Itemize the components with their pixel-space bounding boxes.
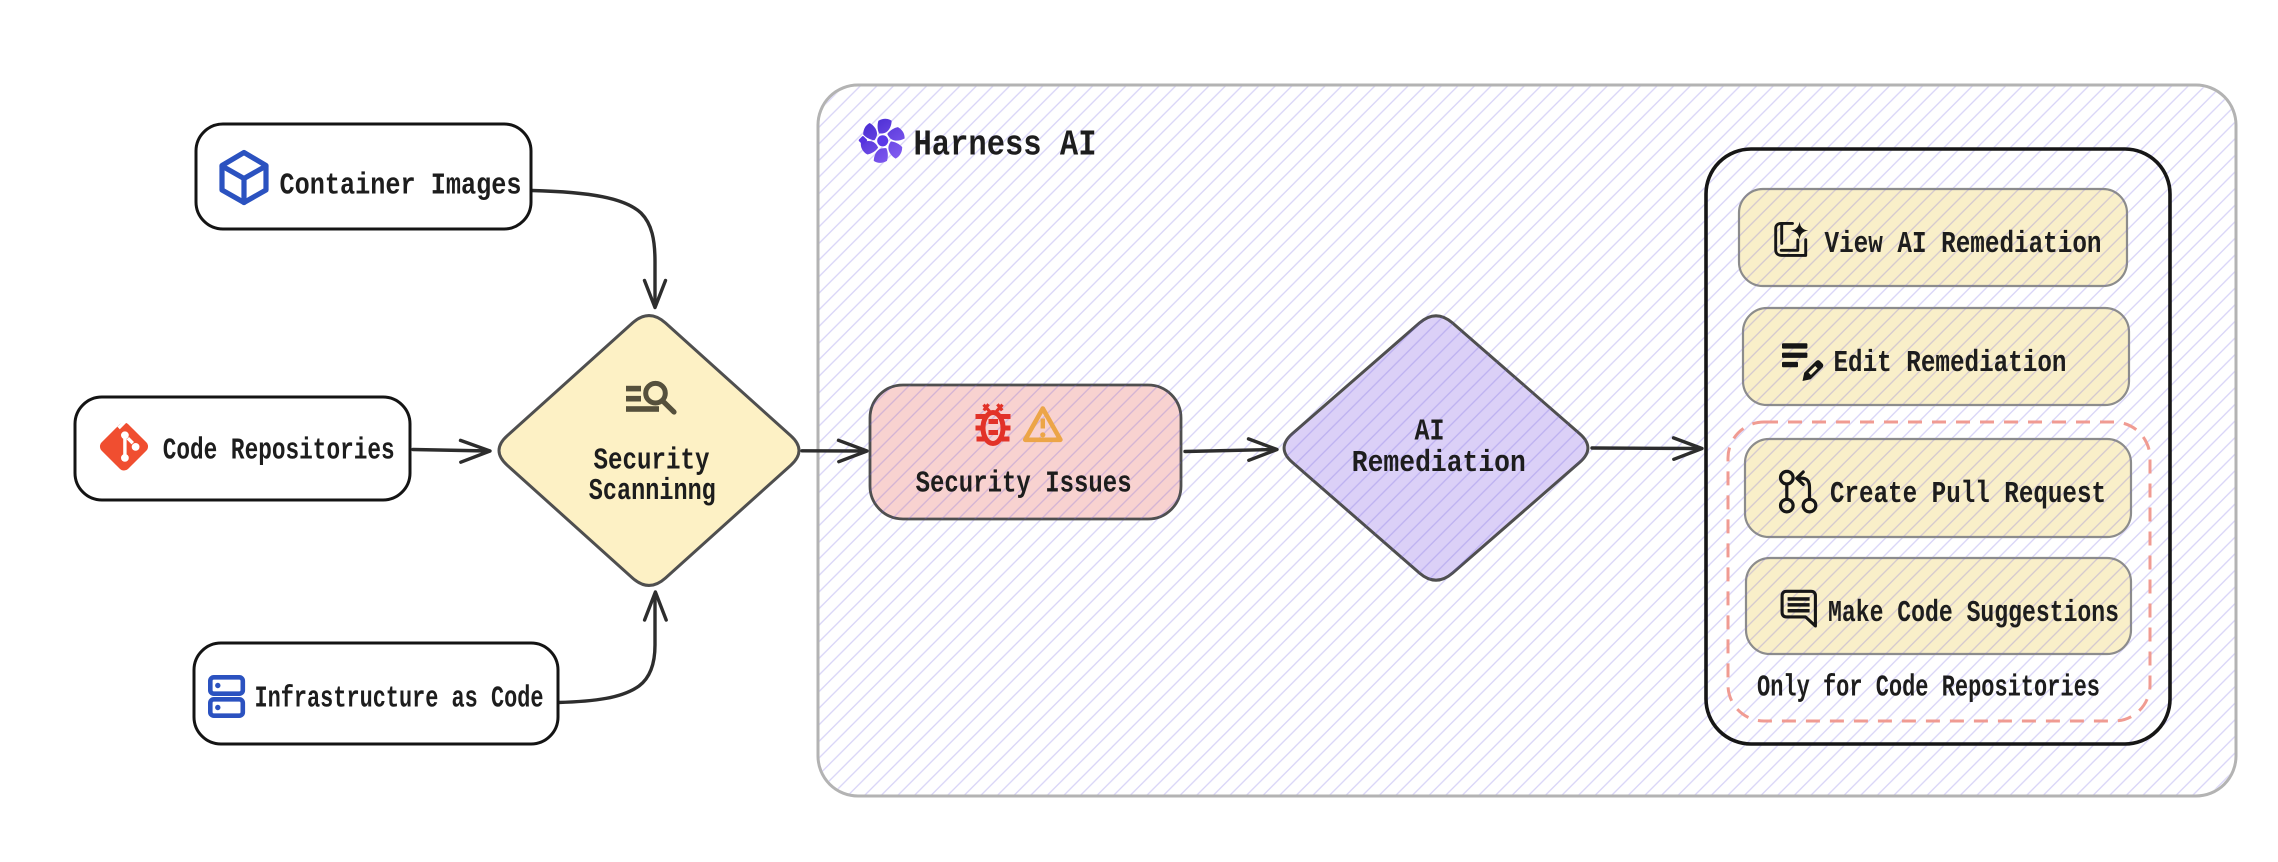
svg-text:Harness AI: Harness AI xyxy=(914,125,1097,166)
svg-text:Create Pull Request: Create Pull Request xyxy=(1830,477,2106,512)
svg-text:Container Images: Container Images xyxy=(280,169,522,204)
svg-text:Scanninng: Scanninng xyxy=(589,474,716,509)
svg-text:Make Code Suggestions: Make Code Suggestions xyxy=(1828,596,2119,631)
svg-text:AI: AI xyxy=(1415,414,1445,449)
svg-text:View AI Remediation: View AI Remediation xyxy=(1825,227,2102,262)
svg-text:Security: Security xyxy=(594,443,710,478)
svg-text:Security Issues: Security Issues xyxy=(916,467,1132,502)
svg-text:Edit Remediation: Edit Remediation xyxy=(1834,346,2067,381)
svg-text:Code Repositories: Code Repositories xyxy=(163,434,395,469)
svg-text:Infrastructure as Code: Infrastructure as Code xyxy=(255,682,544,717)
svg-text:Remediation: Remediation xyxy=(1352,446,1526,481)
svg-text:Only for Code Repositories: Only for Code Repositories xyxy=(1757,670,2100,705)
